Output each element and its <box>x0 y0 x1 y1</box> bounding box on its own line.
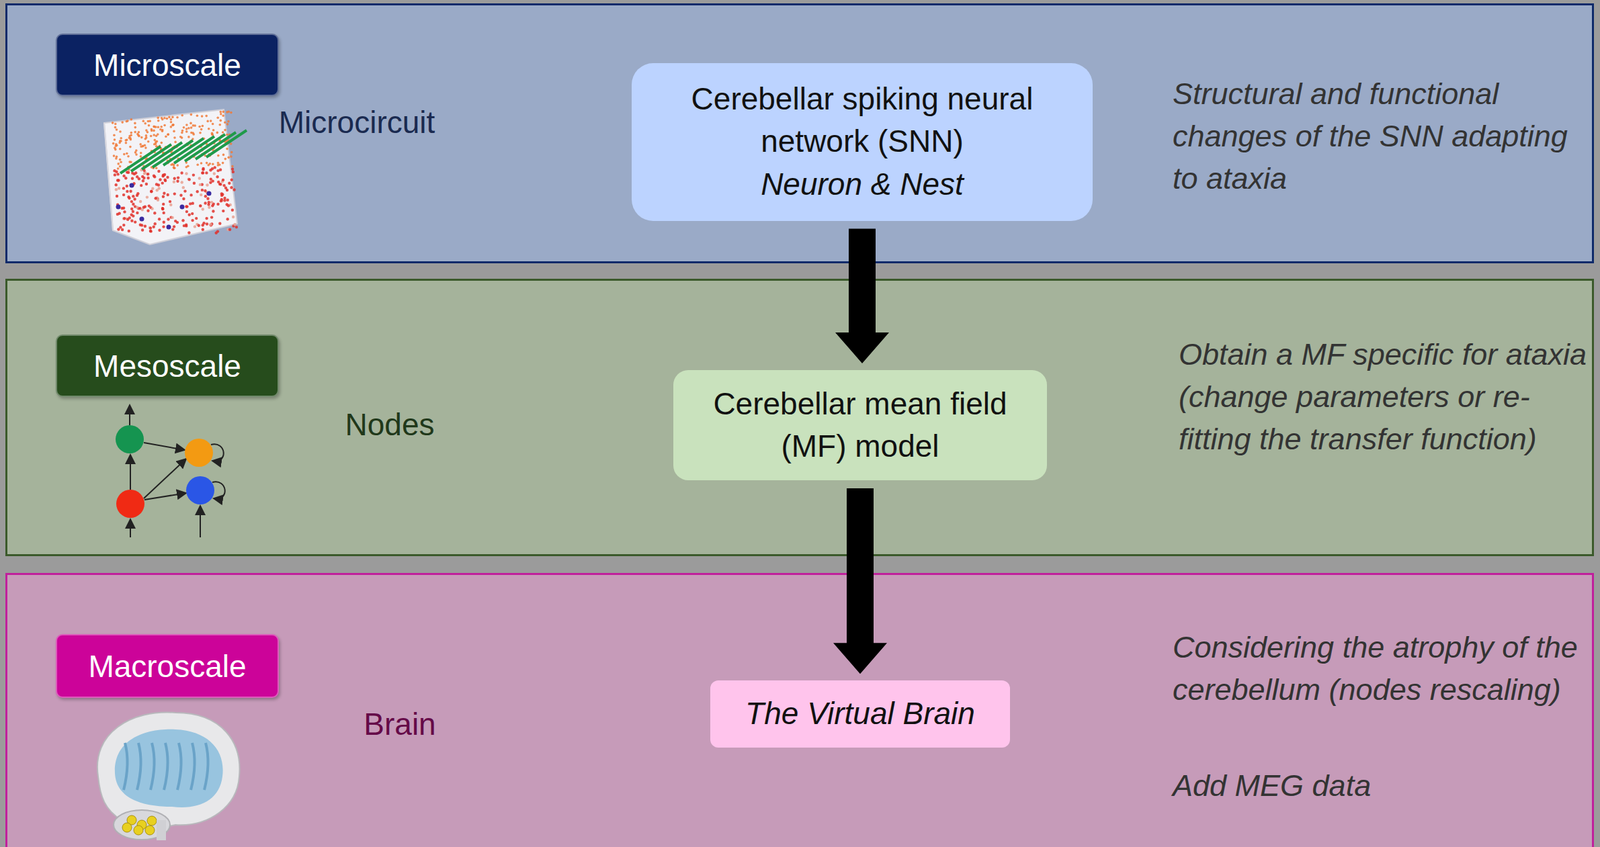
box-text: Cerebellar mean field (MF) model <box>693 383 1027 469</box>
level-label: Brain <box>363 706 436 743</box>
level-label: Nodes <box>345 406 435 443</box>
description-text: Obtain a MF specific for ataxia (change … <box>1178 333 1596 461</box>
block-arrow <box>833 488 888 675</box>
model-box: Cerebellar mean field (MF) model <box>673 370 1047 481</box>
box-text: Neuron & Nest <box>760 163 964 206</box>
scale-badge: Macroscale <box>55 634 279 699</box>
description-text: Structural and functional changes of the… <box>1172 72 1593 200</box>
box-text: Microscale <box>93 47 242 84</box>
box-text: Mesoscale <box>93 348 242 385</box>
description-text: Add MEG data <box>1172 764 1593 808</box>
model-box: The Virtual Brain <box>710 680 1010 748</box>
scale-badge: Microscale <box>55 33 279 97</box>
scale-band: Microcircuit Structural and functional ch… <box>5 3 1594 264</box>
model-box: Cerebellar spiking neural network (SNN)N… <box>631 63 1093 222</box>
scale-badge: Mesoscale <box>55 334 279 398</box>
box-text: The Virtual Brain <box>745 692 976 736</box>
scale-band: Nodes Obtain a MF specific for ataxia (ch… <box>5 278 1594 557</box>
box-text: Cerebellar spiking neural network (SNN) <box>651 77 1073 164</box>
box-text: Macroscale <box>88 648 246 685</box>
scale-band: Brain Considering the atrophy of the cere… <box>5 573 1594 847</box>
level-label: Microcircuit <box>278 104 436 141</box>
block-arrow <box>835 229 890 365</box>
description-text: Considering the atrophy of the cerebellu… <box>1172 626 1593 711</box>
